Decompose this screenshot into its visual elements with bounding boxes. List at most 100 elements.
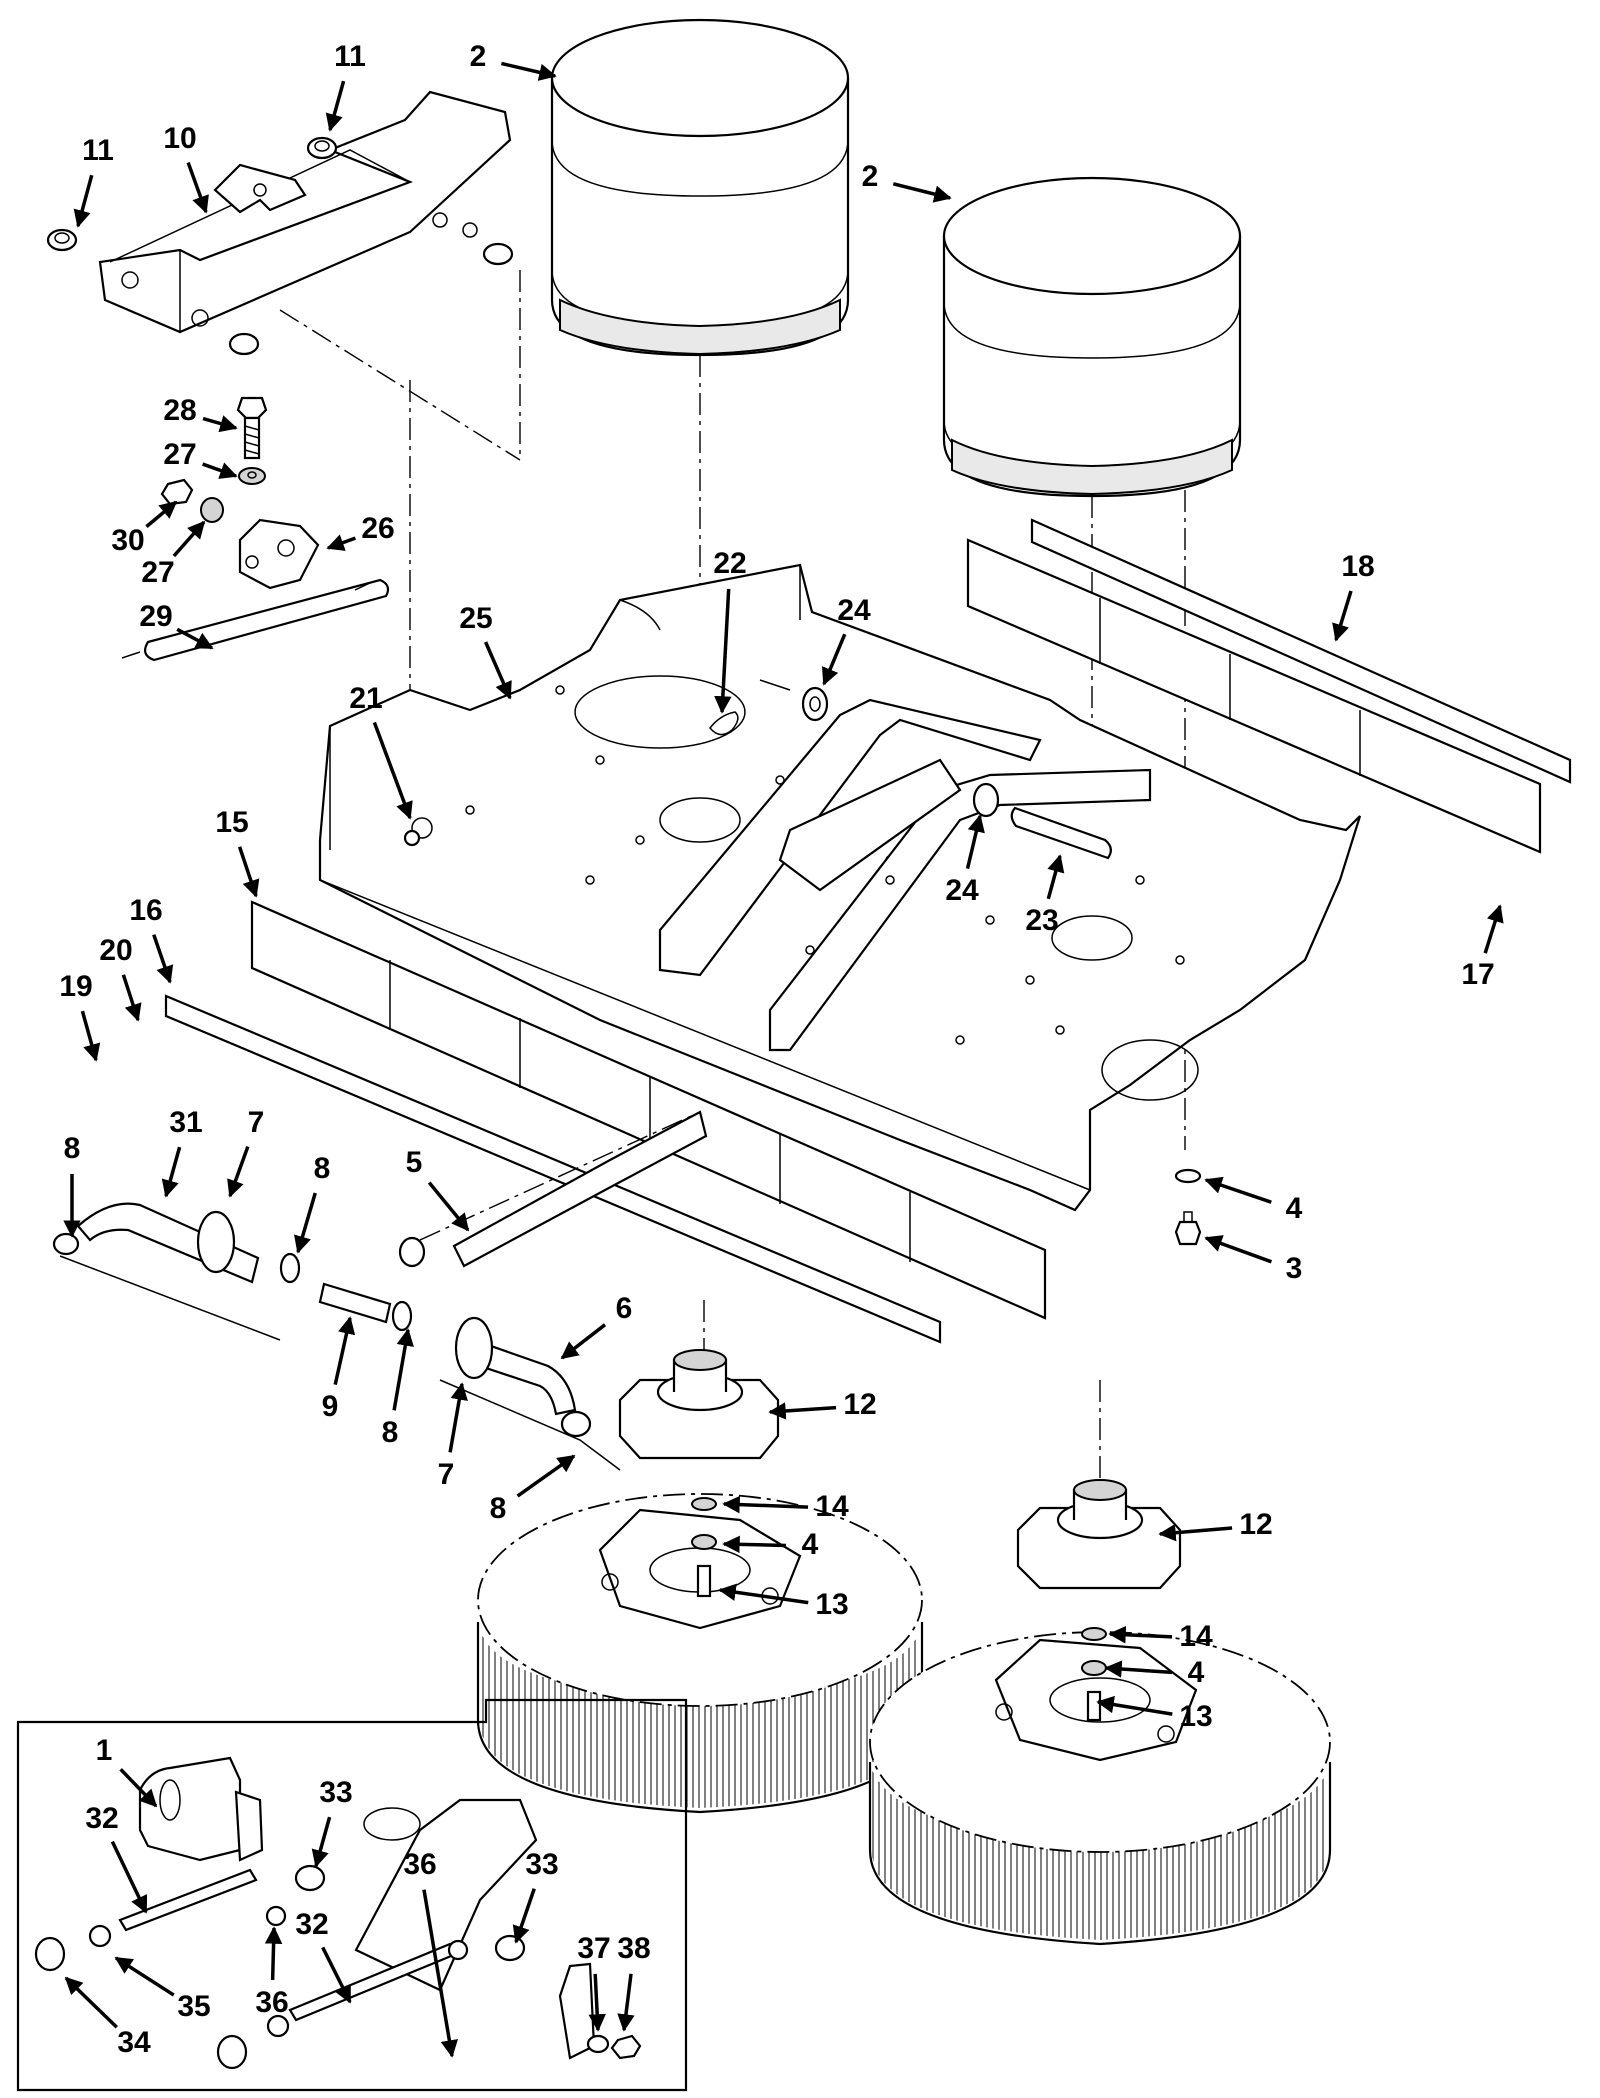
callout-c33a: 33 — [311, 1776, 353, 1868]
callout-number: 33 — [319, 1776, 352, 1809]
skirt-strip-16 — [164, 994, 942, 1344]
callout-number: 2 — [470, 40, 487, 73]
callout-leader-arrow — [965, 814, 985, 870]
callout-number: 7 — [438, 1458, 455, 1491]
callout-c19: 19 — [59, 970, 101, 1062]
callout-leader-arrow — [1158, 1523, 1233, 1542]
callout-leader-arrow — [516, 1454, 576, 1498]
callout-number: 26 — [361, 512, 394, 545]
callout-number: 17 — [1461, 958, 1494, 991]
callout-leader-arrow — [1483, 904, 1504, 954]
center-frame — [658, 698, 1152, 1052]
washer-4 — [1174, 1168, 1202, 1184]
callout-c3: 3 — [1204, 1235, 1302, 1285]
callout-c25: 25 — [459, 602, 512, 700]
callout-leader-arrow — [73, 174, 94, 228]
nut-11a — [306, 136, 338, 160]
callout-leader-arrow — [448, 1382, 468, 1453]
callout-leader-arrow — [119, 1768, 158, 1808]
callout-c36b: 36 — [255, 1926, 289, 2019]
callout-c8a: 8 — [63, 1132, 81, 1238]
callout-leader-arrow — [372, 721, 413, 820]
callout-number: 15 — [215, 806, 248, 839]
callout-c13b: 13 — [1096, 1695, 1213, 1733]
callout-number: 2 — [862, 160, 879, 193]
callout-c12a: 12 — [768, 1388, 877, 1421]
callout-number: 33 — [525, 1848, 558, 1881]
callout-number: 14 — [1179, 1620, 1213, 1653]
bolt-13a — [696, 1564, 712, 1598]
callout-c32a: 32 — [85, 1802, 148, 1914]
callout-c11a: 11 — [325, 40, 366, 132]
callout-c11b: 11 — [73, 134, 114, 228]
callout-number: 8 — [382, 1416, 399, 1449]
callout-c2b: 2 — [862, 160, 952, 203]
callout-leader-arrow — [80, 1010, 101, 1062]
callout-leader-arrow — [186, 161, 209, 214]
callout-number: 28 — [163, 394, 196, 427]
clamp-8c — [391, 1300, 413, 1332]
callout-c28: 28 — [163, 394, 238, 433]
callout-c12b: 12 — [1158, 1508, 1273, 1542]
callout-c24a: 24 — [821, 594, 871, 686]
mount-bracket — [98, 90, 512, 334]
rod-end-34b — [216, 2034, 248, 2070]
callout-leader-arrow — [1108, 1625, 1173, 1644]
callout-number: 27 — [141, 556, 174, 589]
callout-leader-arrow — [64, 1976, 118, 2029]
callout-c30: 30 — [111, 500, 178, 557]
callout-leader-arrow — [227, 1145, 250, 1198]
callout-leader-arrow — [588, 1973, 606, 2032]
callout-leader-arrow — [1204, 1235, 1273, 1264]
callout-number: 25 — [459, 602, 492, 635]
nut-35a — [88, 1924, 112, 1948]
callout-leader-arrow — [821, 633, 847, 686]
callout-c17: 17 — [1461, 904, 1504, 991]
callout-leader-arrow — [422, 1889, 459, 2058]
deck-plate — [318, 563, 1362, 1212]
callout-number: 7 — [248, 1106, 265, 1139]
callout-c33b: 33 — [512, 1848, 559, 1944]
callout-c14b: 14 — [1108, 1620, 1213, 1653]
clamp-8d — [560, 1410, 592, 1438]
callout-leader-arrow — [1046, 854, 1065, 900]
nut-36b — [447, 1939, 469, 1961]
callout-number: 32 — [295, 1908, 328, 1941]
callout-number: 11 — [82, 134, 114, 167]
callout-number: 18 — [1341, 550, 1374, 583]
rod-end-34a — [34, 1936, 66, 1972]
callout-c23: 23 — [1025, 854, 1065, 937]
callout-leader-arrow — [718, 1583, 809, 1605]
washer-14b — [1081, 1627, 1107, 1641]
clamp-8e — [398, 1236, 426, 1268]
callout-c21: 21 — [349, 682, 413, 820]
callout-leader-arrow — [110, 1840, 148, 1914]
nut-38 — [610, 2034, 642, 2060]
washer-4c — [1081, 1660, 1107, 1676]
callout-number: 8 — [64, 1132, 81, 1165]
hose-guide-lines — [59, 1255, 621, 1471]
callout-leader-arrow — [311, 1816, 332, 1868]
callout-leader-arrow — [176, 627, 214, 650]
callout-c27b: 27 — [141, 520, 206, 589]
callout-number: 13 — [815, 1588, 848, 1621]
hose-5 — [452, 1110, 708, 1268]
callout-c4c: 4 — [1104, 1656, 1205, 1689]
washer-24a — [801, 686, 829, 722]
detail-inset-frame — [16, 1698, 688, 2092]
callout-leader-arrow — [161, 1146, 182, 1198]
callout-number: 5 — [406, 1146, 423, 1179]
callout-number: 24 — [837, 594, 871, 627]
bolt-28 — [236, 396, 268, 460]
callout-leader-arrow — [1332, 590, 1353, 642]
callout-leader-arrow — [500, 61, 557, 81]
callout-number: 4 — [1188, 1656, 1205, 1689]
callout-number: 30 — [111, 524, 144, 557]
callout-number: 29 — [139, 600, 172, 633]
callout-number: 31 — [169, 1106, 202, 1139]
callout-leader-arrow — [202, 462, 238, 479]
callout-leader-arrow — [172, 520, 206, 558]
callout-c27a: 27 — [163, 438, 238, 479]
callout-leader-arrow — [152, 934, 174, 984]
callout-leader-arrow — [121, 974, 142, 1022]
